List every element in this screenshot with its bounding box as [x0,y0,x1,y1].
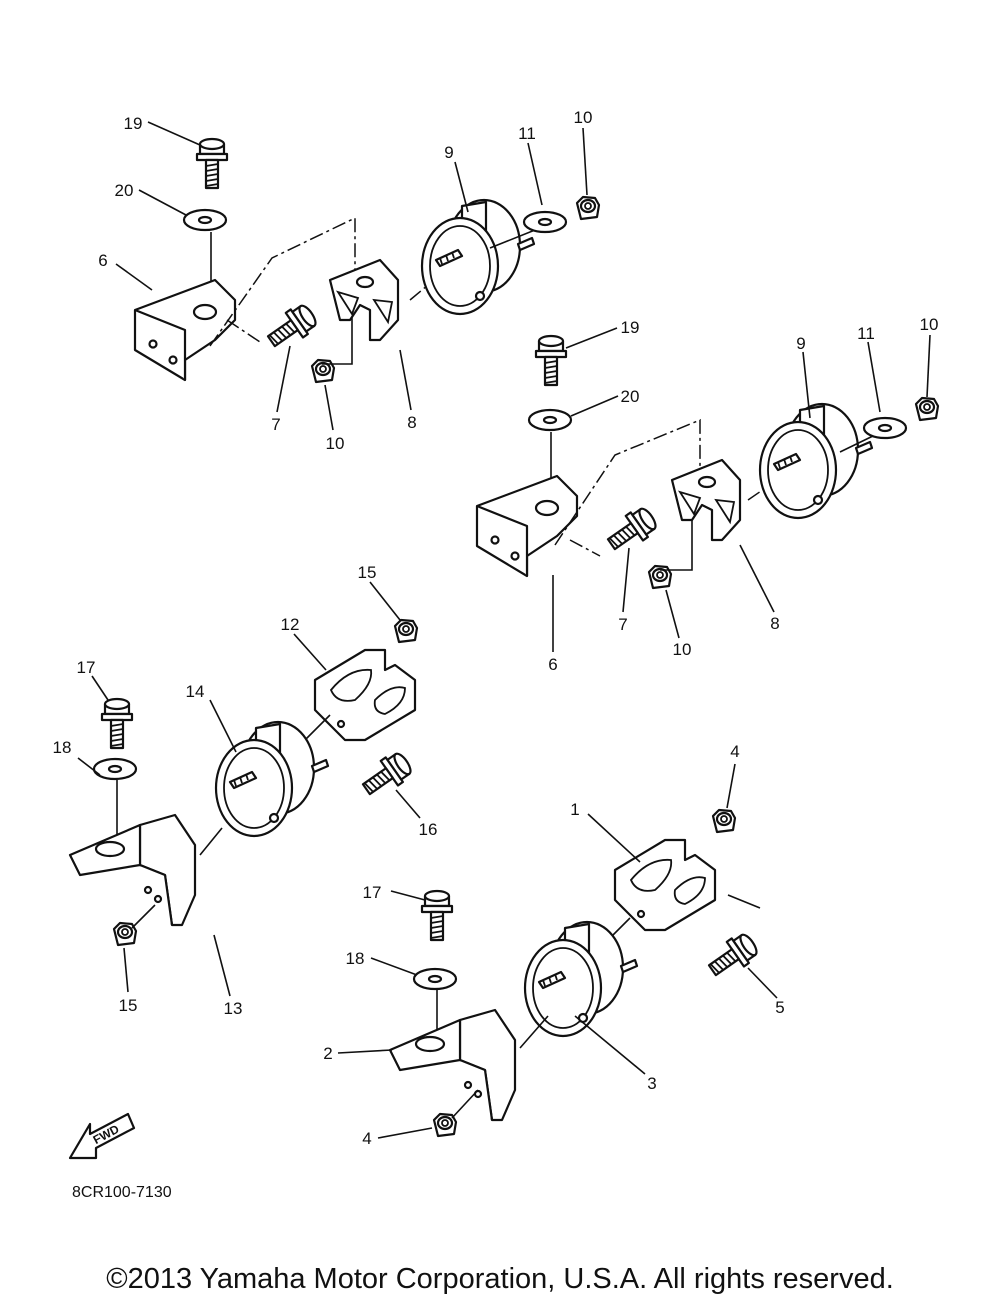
assembly-group-d [388,808,763,1138]
bolt-7b [601,502,662,558]
callout-10a: 10 [326,434,345,453]
assembly-group-c [68,618,419,947]
bolt-16 [356,747,417,803]
nut-4d-top [711,808,737,834]
clip-bracket-8a [328,258,400,342]
bolt-17c [100,697,134,750]
drawing-code: 8CR100-7130 [72,1184,172,1201]
callout-17c: 17 [77,658,96,677]
washer-18c [92,757,138,781]
callout-16: 16 [419,820,438,839]
bolt-19b [534,334,568,387]
bolt-5 [702,928,763,984]
callout-4d: 4 [362,1129,371,1148]
rubber-mount-14 [214,720,330,838]
bolt-17d [420,889,454,942]
washer-11a [522,210,568,234]
bolt-7a [261,299,322,355]
callout-10b-right: 10 [920,315,939,334]
callout-4d-top: 4 [730,742,739,761]
callout-3: 3 [647,1074,656,1093]
engine-bracket-6a [133,278,237,382]
callout-2: 2 [323,1044,332,1063]
callout-10a-right: 10 [574,108,593,127]
nut-10b-right [914,396,940,422]
bolt-19a [195,137,229,190]
assembly-group-b [475,334,940,590]
rubber-mount-9a [420,198,536,316]
callout-8b: 8 [770,614,779,633]
engine-bracket-2 [388,1008,517,1122]
callout-6a: 6 [98,251,107,270]
callout-leaders [77,121,931,1139]
callout-6b: 6 [548,655,557,674]
callout-20b: 20 [621,387,640,406]
callout-11b: 11 [857,324,875,343]
callout-15c-top: 15 [358,563,377,582]
callout-13: 13 [224,999,243,1018]
callout-9a: 9 [444,143,453,162]
callout-8a: 8 [407,413,416,432]
washer-20b [527,408,573,432]
callout-15c: 15 [119,996,138,1015]
nut-15c-top [393,618,419,644]
callout-19a: 19 [124,114,143,133]
rubber-mount-3 [523,920,639,1038]
callout-12: 12 [281,615,300,634]
callout-labels: 19 20 6 7 10 8 9 11 10 19 20 6 7 10 8 9 … [53,108,939,1148]
fwd-arrow-icon: FWD [68,1112,136,1160]
callout-14: 14 [186,682,205,701]
callout-18d: 18 [346,949,365,968]
engine-bracket-13 [68,813,197,927]
callout-20a: 20 [115,181,134,200]
callout-7a: 7 [271,415,280,434]
callout-11a: 11 [518,124,536,143]
rubber-mount-9b [758,402,874,520]
washer-18d [412,967,458,991]
engine-bracket-6b [475,474,579,578]
callout-1: 1 [570,800,579,819]
nut-10a-right [575,195,601,221]
copyright-notice: ©2013 Yamaha Motor Corporation, U.S.A. A… [106,1263,894,1295]
assembly-group-a [133,137,601,384]
washer-11b [862,416,908,440]
callout-10b: 10 [673,640,692,659]
bracket-12 [313,648,417,742]
callout-19b: 19 [621,318,640,337]
clip-bracket-8b [670,458,742,542]
callout-18c: 18 [53,738,72,757]
callout-9b: 9 [796,334,805,353]
callout-17d: 17 [363,883,382,902]
callout-7b: 7 [618,615,627,634]
washer-20a [182,208,228,232]
callout-5: 5 [775,998,784,1017]
